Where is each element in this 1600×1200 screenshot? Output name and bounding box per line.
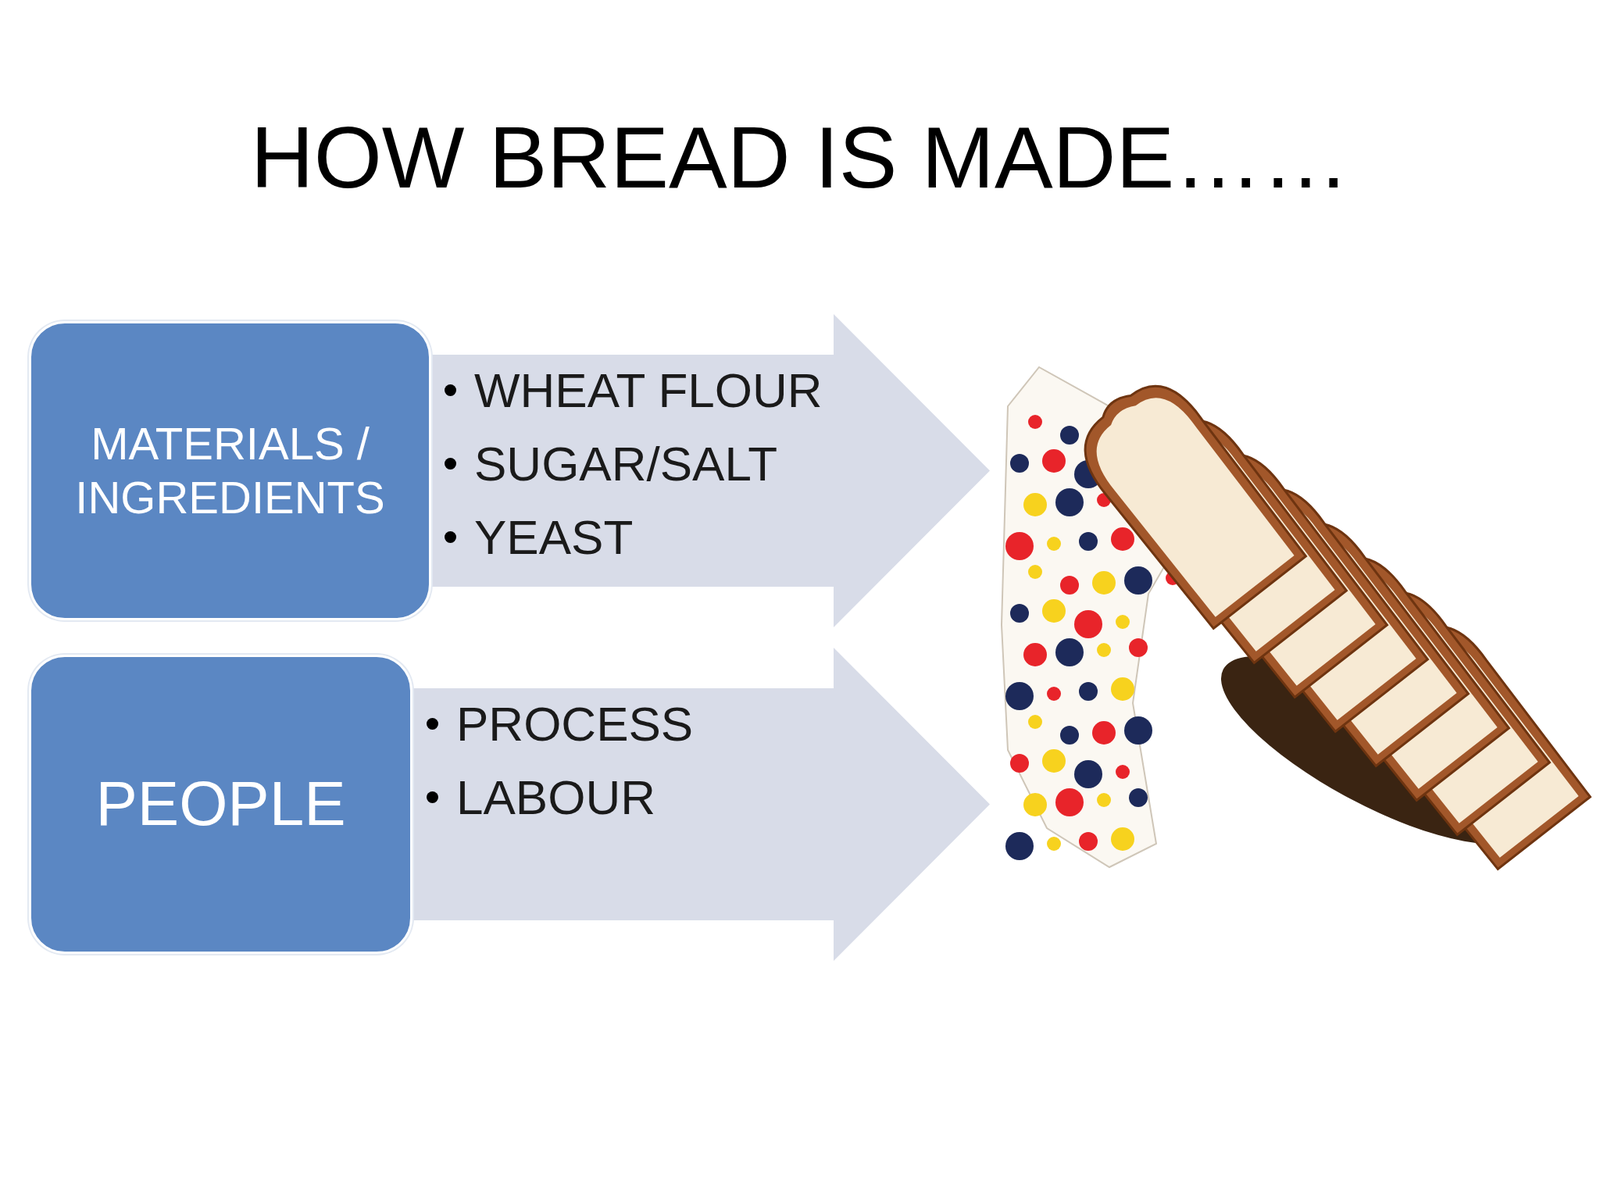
- cloth-dot: [1074, 610, 1103, 639]
- bullet-dot: [444, 457, 457, 470]
- bullet-text: YEAST: [474, 500, 633, 575]
- cloth-dot: [1124, 716, 1153, 745]
- bullet-item: SUGAR/SALT: [474, 427, 778, 501]
- bullet-dot: [426, 791, 439, 804]
- cloth-dot: [1060, 575, 1079, 595]
- box-label: MATERIALS / INGREDIENTS: [50, 417, 410, 525]
- bullet-text: SUGAR/SALT: [474, 427, 778, 501]
- cloth-dot: [1055, 638, 1084, 667]
- category-box: PEOPLE: [28, 654, 413, 954]
- cloth-dot: [1028, 714, 1043, 729]
- cloth-dot: [1078, 682, 1098, 701]
- cloth-dot: [1096, 792, 1111, 808]
- cloth-dot: [1060, 725, 1079, 745]
- bullet-dot: [426, 717, 439, 730]
- bullet-dot: [444, 384, 457, 397]
- cloth-dot: [1110, 827, 1135, 851]
- bread-slices: [1064, 365, 1593, 879]
- bullet-item: PROCESS: [456, 687, 693, 761]
- cloth-dot: [1046, 536, 1061, 551]
- bullet-dot: [444, 531, 457, 543]
- bullet-text: LABOUR: [456, 760, 656, 835]
- cloth-dot: [1115, 764, 1130, 779]
- cloth-dot: [1115, 614, 1130, 629]
- cloth-dot: [1046, 686, 1061, 701]
- cloth-dot: [1010, 453, 1029, 473]
- cloth-dot: [1055, 488, 1084, 517]
- cloth-dot: [1096, 642, 1111, 658]
- bullet-item: YEAST: [474, 500, 633, 575]
- cloth-dot: [1028, 414, 1043, 429]
- bullet-text: PROCESS: [456, 687, 693, 761]
- cloth-dot: [1042, 449, 1066, 473]
- cloth-dot: [1128, 638, 1148, 658]
- cloth-dot: [1110, 677, 1135, 701]
- cloth-dot: [1023, 792, 1047, 817]
- cloth-dot: [1110, 527, 1135, 551]
- cloth-dot: [1055, 788, 1084, 817]
- cloth-dot: [1010, 753, 1029, 773]
- cloth-dot: [1078, 832, 1098, 851]
- box-label: PEOPLE: [50, 767, 391, 841]
- cloth-dot: [1023, 492, 1047, 517]
- list-arrow: PROCESSLABOUR: [375, 647, 990, 961]
- bread-slice: [1064, 365, 1309, 631]
- cloth-dot: [1060, 425, 1079, 445]
- cloth-dot: [1078, 532, 1098, 551]
- cloth-dot: [1092, 571, 1116, 595]
- bullet-item: WHEAT FLOUR: [474, 353, 823, 428]
- cloth-dot: [1005, 682, 1034, 711]
- cloth-dot: [1128, 788, 1148, 808]
- cloth-dot: [1042, 749, 1066, 773]
- cloth-dot: [1005, 532, 1034, 561]
- bullet-text: WHEAT FLOUR: [474, 353, 823, 428]
- cloth-dot: [1046, 836, 1061, 851]
- cloth-dot: [1028, 564, 1043, 579]
- cloth-dot: [1092, 721, 1116, 745]
- cloth-dot: [1074, 760, 1103, 789]
- list-arrow: WHEAT FLOURSUGAR/SALTYEAST: [390, 314, 990, 628]
- cloth-dot: [1023, 642, 1047, 667]
- slide-title: HOW BREAD IS MADE……: [0, 109, 1600, 207]
- cloth-dot: [1010, 603, 1029, 623]
- cloth-dot: [1124, 566, 1153, 595]
- bullet-item: LABOUR: [456, 760, 656, 835]
- category-box: MATERIALS / INGREDIENTS: [28, 321, 432, 621]
- cloth-dot: [1005, 832, 1034, 861]
- cloth-dot: [1042, 599, 1066, 623]
